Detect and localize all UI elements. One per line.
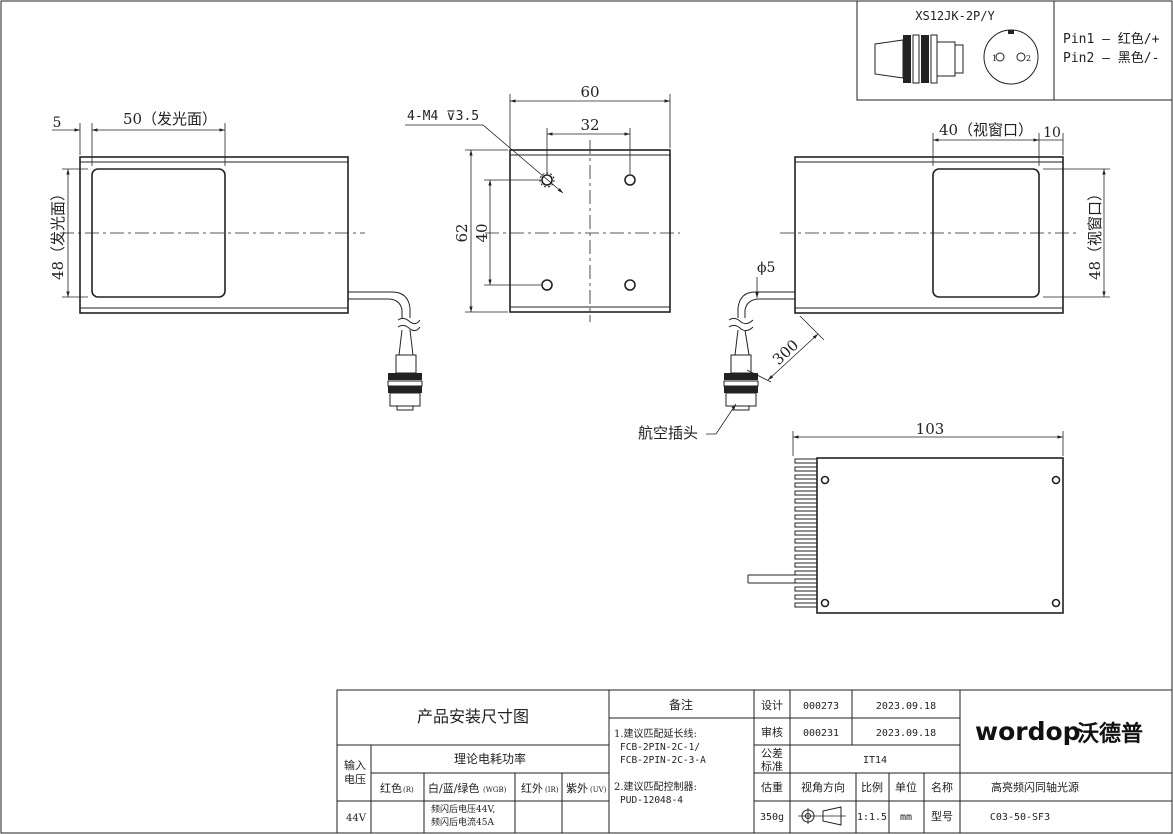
weight-value: 350g [760,812,784,823]
name-value: 高亮频闪同轴光源 [991,780,1079,794]
remarks-header: 备注 [669,697,693,712]
mount-hole-icon [624,279,636,291]
cable-diameter: ϕ5 [757,260,775,276]
review-label: 审核 [761,725,783,739]
drawing-title: 产品安装尺寸图 [417,707,529,726]
remark2-title: 2.建议匹配控制器: [614,780,697,793]
unit-label: 单位 [895,780,917,794]
col-ir-sub: (IR) [545,786,559,794]
back-dim-width: 60 [580,83,599,101]
power-header: 理论电耗功率 [454,751,526,766]
bottom-dim-length: 103 [916,420,945,438]
bottom-view: 103 [747,420,1064,614]
screw-icon [1051,598,1061,608]
pin1-number: 1 [992,54,997,63]
remark1-title: 1.建议匹配延长线: [614,727,697,740]
connector-face-icon: 1 2 [983,29,1039,85]
cable-length: 300 [769,336,802,369]
scale-value: 1:1.5 [857,812,887,823]
connector-model: XS12JK-2P/Y [915,9,995,23]
tolerance-value: IT14 [863,755,887,766]
front-dim-height: 48（发光面） [49,186,67,280]
side-dim-window: 40（视窗口） [939,121,1033,139]
voltage-value: 44V [346,813,367,824]
connector-box: XS12JK-2P/Y 1 2 Pin1 — 红色/+ Pin2 — 黑色/- [856,0,1173,101]
strobe-line1: 频闪后电压44V, [431,803,495,815]
heat-sink-fins [794,458,818,608]
design-date: 2023.09.18 [876,701,936,712]
col-red-sub: (R) [403,786,414,794]
screw-icon [1051,475,1061,485]
screw-icon [820,598,830,608]
back-dim-hole-x: 32 [580,116,599,134]
side-view: ϕ5 300 航空插头 40（视窗口） 10 48（视窗口） [638,121,1110,442]
side-dim-height: 48（视窗口） [1086,186,1104,280]
scale-label: 比例 [861,780,883,794]
view-dir-label: 视角方向 [801,780,845,794]
tolerance-label-1: 公差 [761,746,783,760]
remark1-b: FCB-2PIN-2C-3-A [620,755,706,766]
weight-label: 估重 [761,780,783,794]
pin2-label: Pin2 — 黑色/- [1063,50,1159,66]
side-dim-offset: 10 [1043,125,1061,141]
review-date: 2023.09.18 [876,728,936,739]
remark2-a: PUD-12048-4 [620,795,683,806]
title-block: 产品安装尺寸图 理论电耗功率 输入 电压 红色 (R) 白/蓝/绿色 (WGB)… [336,689,1173,834]
mount-hole-icon [624,174,636,186]
back-view: 4-M4 ⊽3.5 60 32 62 40 [405,83,680,322]
mount-hole-icon [541,174,553,186]
projection-symbol-icon [798,806,846,826]
model-value: C03-50-SF3 [990,812,1050,823]
logo-text-en: wordop [975,717,1081,746]
remark1-a: FCB-2PIN-2C-1/ [620,742,700,753]
unit-value: mm [900,812,912,823]
plug-label: 航空插头 [638,424,698,442]
input-voltage-label-1: 输入 [344,758,366,772]
mount-hole-icon [541,279,553,291]
back-dim-height: 62 [453,223,471,242]
strobe-line2: 频闪后电流45A [431,816,494,828]
model-label: 型号 [931,809,953,823]
screw-icon [820,475,830,485]
col-wrgb-sub: (WGB) [483,786,507,794]
name-label: 名称 [931,780,953,794]
review-id: 000231 [803,728,839,739]
design-label: 设计 [761,699,783,712]
design-id: 000273 [803,701,839,712]
pin1-label: Pin1 — 红色/+ [1063,31,1160,47]
front-dim-offset: 5 [53,115,62,131]
pin2-number: 2 [1026,54,1031,63]
front-dim-width: 50（发光面） [123,110,217,128]
input-voltage-label-2: 电压 [344,773,366,786]
col-uv-sub: (UV) [590,786,607,794]
col-ir: 红外 [521,782,543,795]
logo-text-cn: 沃德普 [1077,721,1143,747]
connector-plug-icon [874,34,964,84]
col-uv: 紫外 [566,782,588,795]
col-red: 红色 [380,781,402,795]
hole-spec: 4-M4 ⊽3.5 [407,109,479,124]
company-logo: wordop 沃德普 [975,717,1143,747]
col-wrgb: 白/蓝/绿色 [428,781,479,795]
front-view: 5 50（发光面） 48（发光面） [49,110,423,411]
tolerance-label-2: 标准 [761,759,783,773]
back-dim-hole-y: 40 [473,223,491,242]
